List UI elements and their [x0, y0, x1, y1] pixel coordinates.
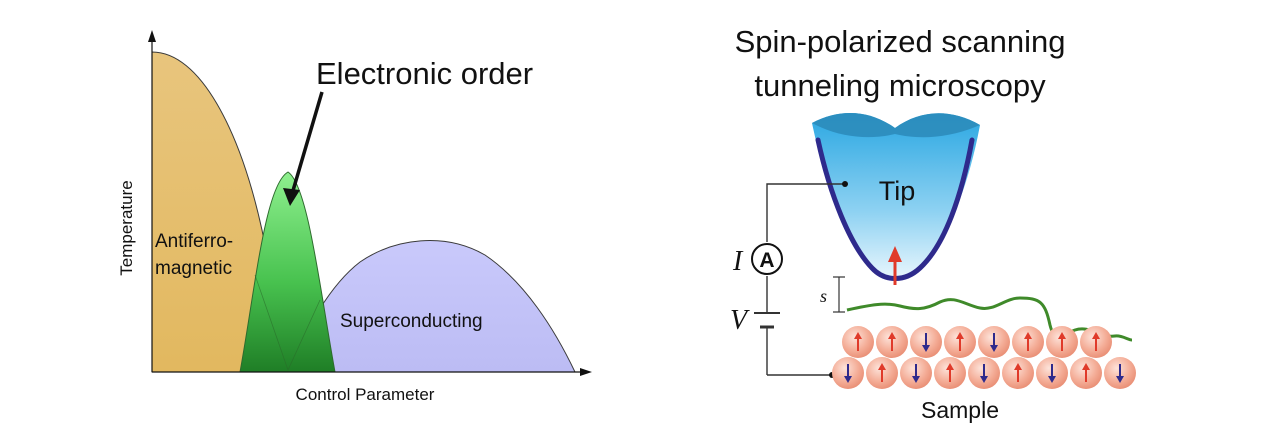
sample-atom-spin-up — [934, 357, 966, 389]
sample-atom-spin-down — [968, 357, 1000, 389]
sample-atom-spin-up — [1080, 326, 1112, 358]
sample-atom-spin-down — [978, 326, 1010, 358]
antiferromagnetic-label-line2: magnetic — [155, 258, 232, 279]
sample-atom-spin-down — [910, 326, 942, 358]
sample-atom-spin-up — [842, 326, 874, 358]
electronic-order-title: Electronic order — [316, 56, 533, 91]
stm-schematic: Spin-polarized scanning tunneling micros… — [730, 24, 1136, 423]
sample-atom-spin-up — [1070, 357, 1102, 389]
electronic-order-region — [239, 171, 336, 373]
current-symbol: I — [732, 246, 744, 277]
circuit — [754, 183, 845, 376]
sample-atom-spin-up — [1046, 326, 1078, 358]
sample-atom-spin-down — [1104, 357, 1136, 389]
sample-atom-spin-up — [944, 326, 976, 358]
voltage-symbol: V — [730, 305, 750, 336]
x-axis-label: Control Parameter — [296, 385, 435, 404]
sample-atom-spin-up — [1012, 326, 1044, 358]
antiferromagnetic-label-line1: Antiferro- — [155, 231, 233, 252]
stm-title-line2: tunneling microscopy — [754, 68, 1046, 103]
gap-symbol: s — [820, 286, 827, 306]
stm-tip: Tip — [812, 112, 980, 285]
superconducting-label: Superconducting — [340, 311, 483, 332]
sample-label: Sample — [921, 397, 999, 423]
sample-atom-spin-down — [1036, 357, 1068, 389]
sample-atoms — [832, 326, 1136, 389]
sample-atom-spin-up — [876, 326, 908, 358]
ammeter-symbol — [751, 243, 783, 275]
tip-label: Tip — [879, 176, 916, 206]
gap-marker — [833, 276, 845, 313]
sample-atom-spin-down — [832, 357, 864, 389]
ammeter-label: A — [759, 249, 774, 272]
y-axis-label: Temperature — [117, 180, 136, 275]
stm-title-line1: Spin-polarized scanning — [735, 24, 1066, 59]
sample-atom-spin-up — [1002, 357, 1034, 389]
phase-diagram: Electronic order Temperature Control Par… — [117, 30, 592, 404]
sample-atom-spin-up — [866, 357, 898, 389]
electronic-order-arrow — [290, 91, 324, 195]
sample-atom-spin-down — [900, 357, 932, 389]
